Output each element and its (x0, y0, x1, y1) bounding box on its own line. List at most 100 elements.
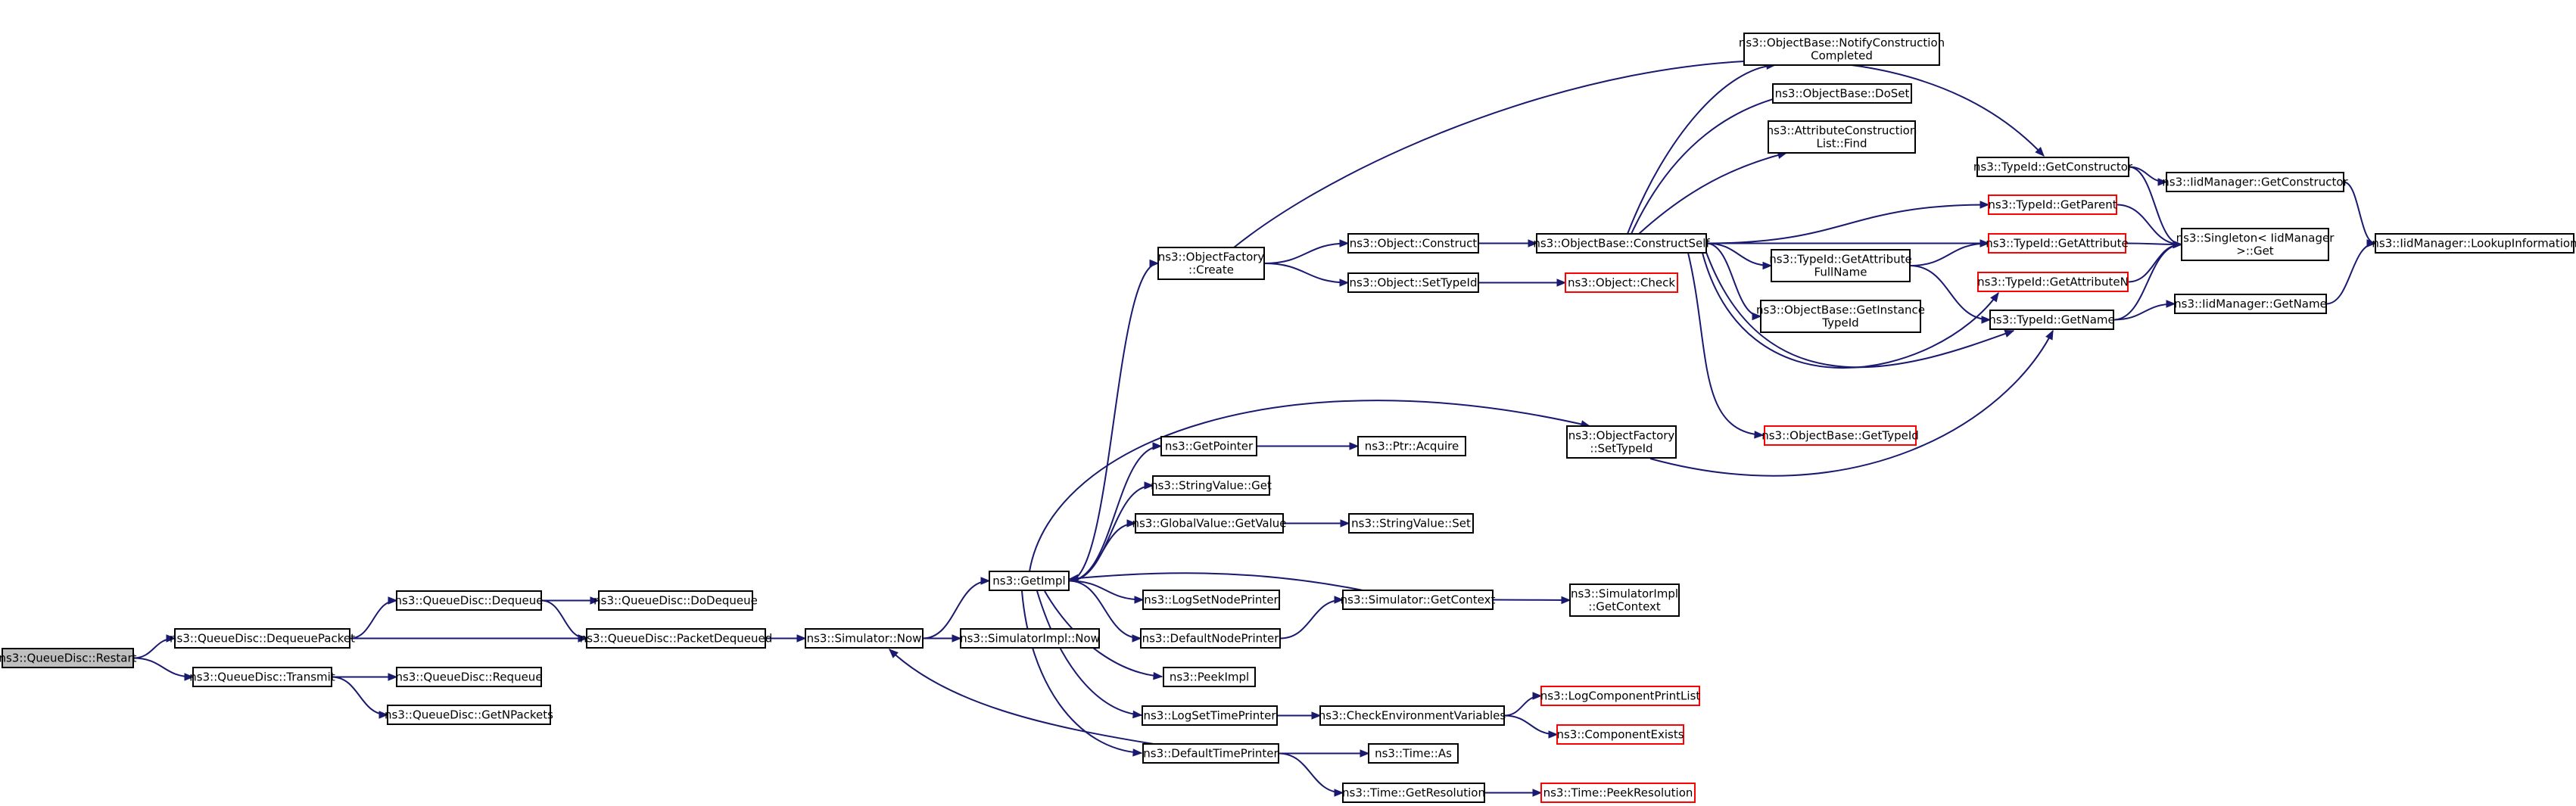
edge-dequeue-to-doDequeue (541, 596, 600, 605)
edge-checkEnvVars-to-componentExists (1503, 714, 1559, 739)
node-getImpl[interactable]: ns3::GetImpl (989, 571, 1070, 591)
node-box (2174, 294, 2327, 314)
edge-objBaseConstructSelf-to-typeIdGetAttributeFullName (1705, 242, 1773, 270)
node-label: ns3::LogSetTimePrinter (1143, 709, 1276, 723)
edge-arrowhead (1561, 596, 1571, 605)
node-box (1347, 233, 1479, 254)
node-dequeue[interactable]: ns3::QueueDisc::Dequeue (395, 590, 544, 611)
node-typeIdGetName[interactable]: ns3::TypeId::GetName (1989, 310, 2115, 330)
node-objectCheck[interactable]: ns3::Object::Check (1565, 272, 1678, 293)
node-label: ns3::QueueDisc::GetNPackets (385, 708, 553, 722)
node-peekImpl[interactable]: ns3::PeekImpl (1163, 667, 1256, 687)
node-objBaseGetTypeId[interactable]: ns3::ObjectBase::GetTypeId (1761, 425, 1919, 446)
node-box (2166, 172, 2344, 192)
edge-line (1909, 265, 1991, 321)
node-iidManagerLookupInformation[interactable]: ns3::IidManager::LookupInformation (2372, 233, 2576, 254)
edge-iidManagerGetName-to-iidManagerLookupInformation (2325, 239, 2377, 305)
edge-arrowhead (166, 634, 176, 643)
node-simNow[interactable]: ns3::Simulator::Now (805, 628, 924, 649)
edge-arrowhead (1068, 574, 1079, 583)
edge-objBaseConstructSelf-to-objBaseGetTypeId (1687, 252, 1765, 439)
node-defaultTimePrinter[interactable]: ns3::DefaultTimePrinter (1142, 743, 1279, 764)
node-objectConstruct[interactable]: ns3::Object::Construct (1347, 233, 1479, 254)
node-box (2, 648, 134, 668)
node-transmit[interactable]: ns3::QueueDisc::Transmit (189, 667, 335, 687)
node-box (1142, 590, 1280, 610)
node-label: ns3::GlobalValue::GetValue (1132, 517, 1286, 531)
edge-line (1068, 522, 1136, 582)
edge-objBaseConstructSelf-to-typeIdGetAttributeN (1699, 243, 1999, 369)
edge-objBaseConstructSelf-to-typeIdGetParent (1705, 201, 1990, 244)
node-timeAs[interactable]: ns3::Time::As (1368, 743, 1459, 764)
node-label: ns3::QueueDisc::DequeuePacket (170, 632, 355, 646)
node-packetDequeued[interactable]: ns3::QueueDisc::PacketDequeued (580, 628, 773, 649)
node-timeGetResolution[interactable]: ns3::Time::GetResolution (1342, 783, 1485, 803)
node-objFactoryCreate[interactable]: ns3::ObjectFactory::Create (1157, 247, 1265, 280)
edge-arrowhead (2157, 178, 2168, 186)
node-iidManagerGetConstructor[interactable]: ns3::IidManager::GetConstructor (2162, 172, 2349, 192)
edge-getImpl-to-peekImpl (1044, 590, 1163, 680)
edge-line (1278, 752, 1344, 794)
node-typeIdGetAttribute[interactable]: ns3::TypeId::GetAttribute (1986, 233, 2129, 254)
node-objBaseConstructSelf[interactable]: ns3::ObjectBase::ConstructSelf (1533, 233, 1710, 254)
node-ptrAcquire[interactable]: ns3::Ptr::Acquire (1357, 436, 1466, 456)
edge-line (1699, 243, 1999, 369)
node-getPointer[interactable]: ns3::GetPointer (1160, 436, 1257, 456)
edge-arrowhead (590, 596, 600, 605)
node-box (1152, 475, 1270, 496)
node-typeIdGetParent[interactable]: ns3::TypeId::GetParent (1988, 194, 2117, 215)
node-label: ns3::ObjectBase::NotifyConstruction (1739, 36, 1945, 50)
node-checkEnvVars[interactable]: ns3::CheckEnvironmentVariables (1319, 705, 1506, 726)
node-label: ns3::QueueDisc::DoDequeue (593, 594, 758, 608)
node-box (960, 628, 1100, 649)
node-getNPackets[interactable]: ns3::QueueDisc::GetNPackets (385, 705, 553, 725)
node-componentExists[interactable]: ns3::ComponentExists (1556, 724, 1684, 745)
edge-objFactoryCreate-to-typeIdGetConstructor (1233, 59, 2045, 248)
node-objBaseDoSet[interactable]: ns3::ObjectBase::DoSet (1772, 83, 1912, 104)
edge-dequeuePacket-to-dequeue (349, 596, 398, 640)
node-typeIdGetAttributeN[interactable]: ns3::TypeId::GetAttributeN (1977, 272, 2129, 292)
node-defaultNodePrinter[interactable]: ns3::DefaultNodePrinter (1140, 628, 1281, 649)
node-doDequeue[interactable]: ns3::QueueDisc::DoDequeue (593, 590, 758, 611)
edge-arrowhead (1339, 279, 1350, 287)
node-simImplGetContext[interactable]: ns3::SimulatorImpl::GetContext (1569, 583, 1680, 617)
node-globalValueGetValue[interactable]: ns3::GlobalValue::GetValue (1132, 513, 1287, 534)
edge-defaultTimePrinter-to-timeAs (1279, 749, 1370, 758)
node-typeIdGetConstructor[interactable]: ns3::TypeId::GetConstructor (1973, 157, 2133, 177)
node-iidManagerGetName[interactable]: ns3::IidManager::GetName (2174, 294, 2327, 314)
node-stringValueGet[interactable]: ns3::StringValue::Get (1151, 475, 1272, 496)
node-box (1368, 743, 1459, 764)
node-simImplNow[interactable]: ns3::SimulatorImpl::Now (960, 628, 1100, 649)
edge-simNow-to-simImplNow (922, 634, 962, 643)
node-requeue[interactable]: ns3::QueueDisc::Requeue (395, 667, 543, 687)
edge-typeIdGetConstructor-to-iidManagerGetConstructor (2128, 166, 2168, 186)
edge-line (1279, 599, 1344, 640)
node-singletonGet[interactable]: ns3::Singleton< IidManager >::Get (2176, 228, 2335, 261)
edge-arrowhead (2004, 329, 2015, 338)
node-logSetTimePrinter[interactable]: ns3::LogSetTimePrinter (1142, 705, 1278, 726)
node-label: Completed (1811, 49, 1873, 63)
node-box (1988, 233, 2126, 254)
node-label: ns3::Object::Construct (1350, 237, 1478, 251)
node-label: ns3::SimulatorImpl (1571, 587, 1678, 601)
node-restart[interactable]: ns3::QueueDisc::Restart (0, 648, 137, 668)
node-label: ns3::Object::Check (1568, 276, 1675, 290)
node-label: ns3::TypeId::GetAttribute (1769, 253, 1911, 266)
node-objFactorySetTypeId[interactable]: ns3::ObjectFactory::SetTypeId (1566, 425, 1677, 459)
node-objectSetTypeId[interactable]: ns3::Object::SetTypeId (1347, 272, 1479, 293)
node-logSetNodePrinter[interactable]: ns3::LogSetNodePrinter (1142, 590, 1280, 610)
node-label: ns3::ObjectBase::GetTypeId (1761, 429, 1919, 443)
node-timePeekResolution[interactable]: ns3::Time::PeekResolution (1540, 783, 1696, 803)
node-box (1566, 425, 1677, 459)
node-stringValueSet[interactable]: ns3::StringValue::Set (1348, 513, 1474, 534)
edge-line (2113, 244, 2182, 321)
node-label: ns3::TypeId::GetAttributeN (1977, 275, 2129, 289)
node-dequeuePacket[interactable]: ns3::QueueDisc::DequeuePacket (170, 628, 355, 649)
edge-line (2325, 242, 2376, 305)
node-simGetContext[interactable]: ns3::Simulator::GetContext (1341, 590, 1496, 610)
node-logComponentPrintList[interactable]: ns3::LogComponentPrintList (1540, 686, 1701, 706)
node-notifyConstructionCompleted[interactable]: ns3::ObjectBase::NotifyConstructionCompl… (1739, 33, 1945, 66)
